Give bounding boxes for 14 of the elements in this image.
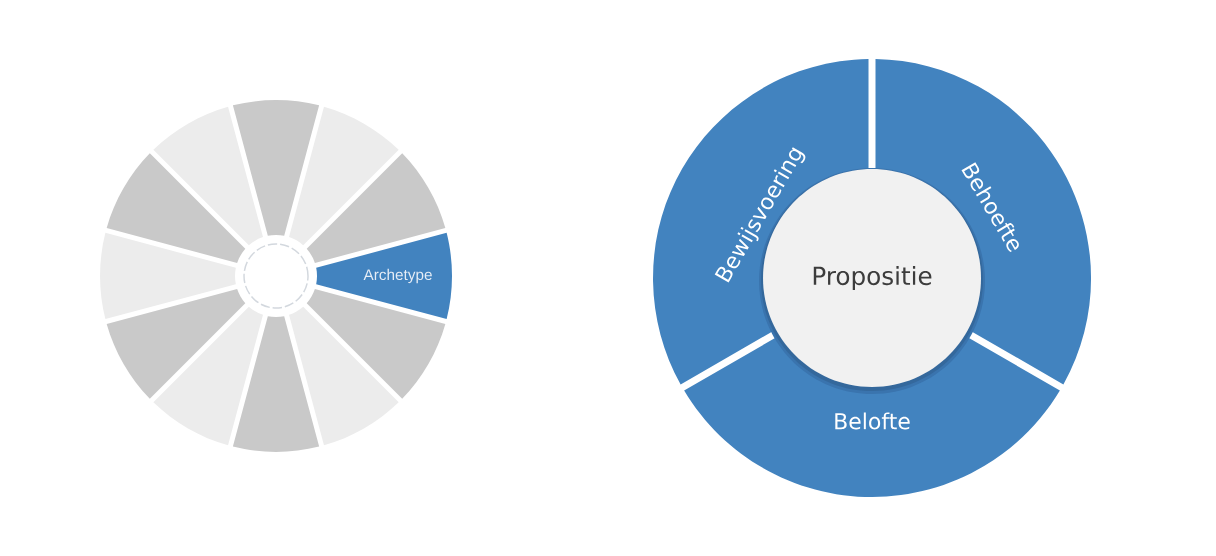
- wheel-segment: [106, 153, 246, 263]
- wheel-segment: [153, 106, 263, 246]
- wheel-segment: [306, 153, 446, 263]
- wheel-segment: [306, 289, 446, 399]
- wheel-segment: [153, 306, 263, 446]
- wheel-segment: [232, 100, 320, 236]
- ring-segment: Belofte: [684, 331, 1060, 497]
- wheel-segment: [289, 106, 399, 246]
- wheel-segment: [106, 289, 246, 399]
- hub-circle: [243, 243, 309, 309]
- wheel-segment: [289, 306, 399, 446]
- wheel-segment: Archetype: [316, 232, 452, 320]
- wheel-segment: [100, 232, 236, 320]
- wheel-segment: [232, 316, 320, 452]
